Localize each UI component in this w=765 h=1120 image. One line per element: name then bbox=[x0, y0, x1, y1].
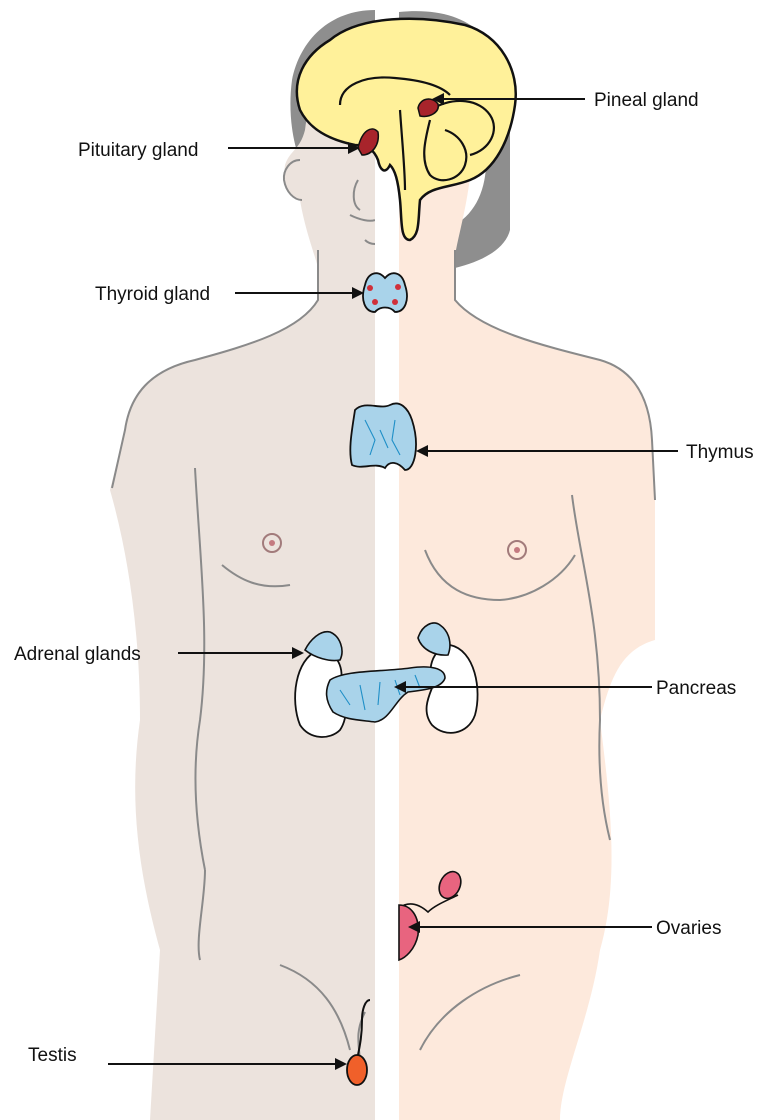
label-ovaries: Ovaries bbox=[656, 918, 721, 939]
label-adrenal-glands: Adrenal glands bbox=[14, 644, 141, 665]
thymus bbox=[350, 403, 416, 470]
label-testis: Testis bbox=[28, 1045, 77, 1066]
female-body bbox=[399, 40, 655, 1120]
male-silhouette bbox=[110, 60, 375, 1120]
label-thyroid-gland: Thyroid gland bbox=[95, 284, 210, 305]
thyroid-gland bbox=[363, 273, 407, 312]
female-silhouette bbox=[399, 40, 655, 1120]
label-thymus: Thymus bbox=[686, 442, 754, 463]
label-pituitary-gland: Pituitary gland bbox=[78, 140, 198, 161]
label-pineal-gland: Pineal gland bbox=[594, 90, 699, 111]
male-body bbox=[110, 60, 375, 1120]
label-pancreas: Pancreas bbox=[656, 678, 736, 699]
